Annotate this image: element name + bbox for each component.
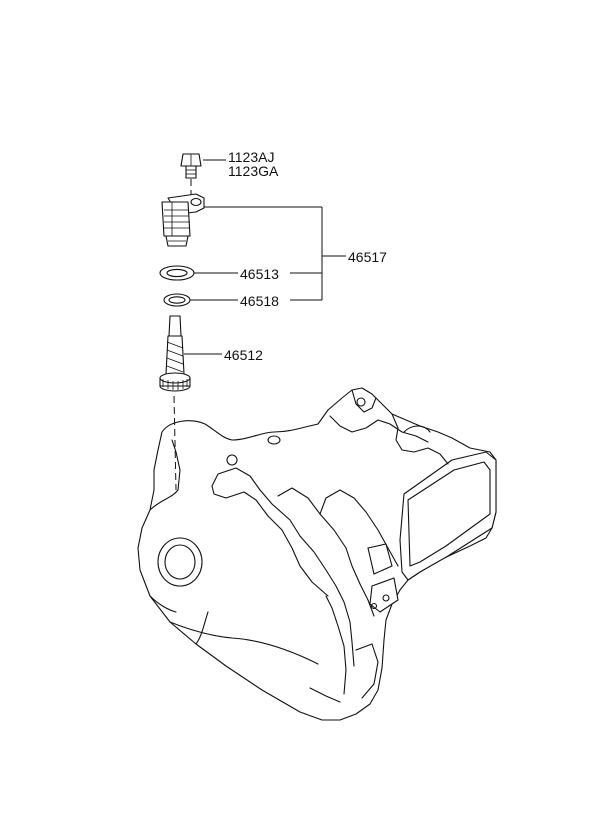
o-ring-lower-icon xyxy=(163,293,191,307)
label-assembly: 46517 xyxy=(348,249,387,265)
driven-gear-icon xyxy=(159,315,191,392)
bolt-icon xyxy=(180,153,202,179)
label-driven-gear: 46512 xyxy=(224,347,263,363)
label-bolt-a: 1123AJ xyxy=(228,149,274,165)
o-ring-upper-icon xyxy=(159,265,195,281)
transmission-housing xyxy=(137,387,497,721)
label-bolt-b: 1123GA xyxy=(228,163,279,179)
leader-lines xyxy=(184,159,346,355)
label-o-ring-lower: 46518 xyxy=(240,293,279,309)
assembly-axis-lower xyxy=(173,395,177,491)
label-o-ring-upper: 46513 xyxy=(240,266,279,282)
speed-sensor-icon xyxy=(161,193,205,247)
